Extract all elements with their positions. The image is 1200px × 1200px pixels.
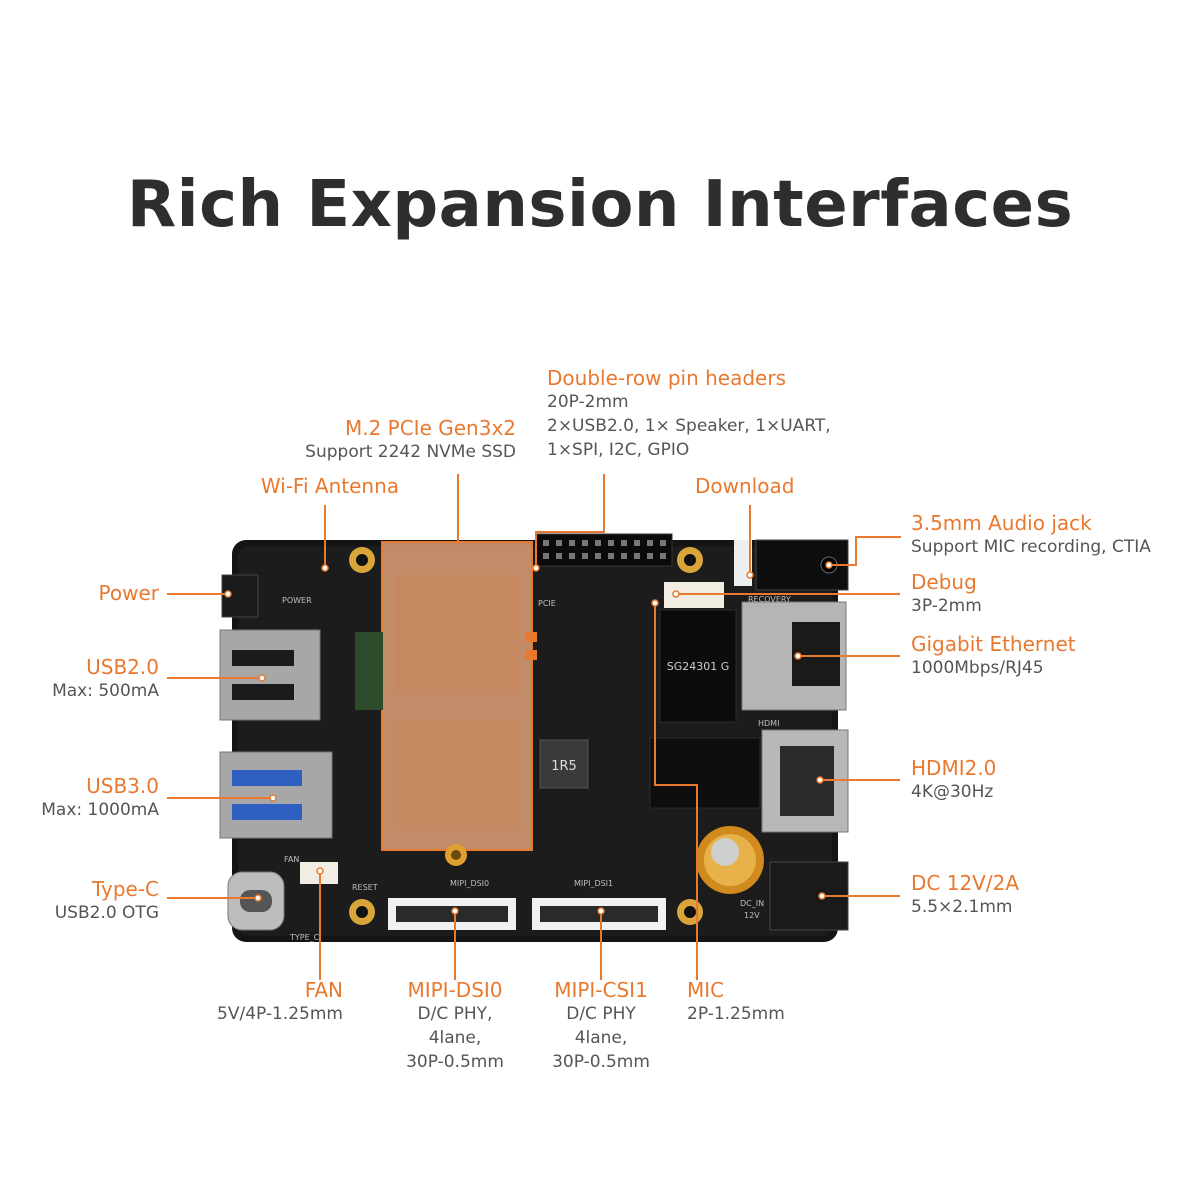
label-m2: M.2 PCIe Gen3x2 Support 2242 NVMe SSD bbox=[305, 416, 516, 464]
label-download: Download bbox=[695, 474, 794, 498]
label-usb2-line1: Max: 500mA bbox=[52, 681, 159, 701]
label-wifi: Wi-Fi Antenna bbox=[261, 474, 399, 498]
leader-lines bbox=[167, 474, 901, 980]
chip-label: SG24301 G bbox=[667, 660, 730, 673]
label-m2-title: M.2 PCIe Gen3x2 bbox=[344, 416, 516, 440]
label-ethernet-line1: 1000Mbps/RJ45 bbox=[911, 658, 1044, 678]
label-csi-title: MIPI-CSI1 bbox=[554, 978, 648, 1002]
label-audio-line1: Support MIC recording, CTIA bbox=[911, 537, 1151, 557]
label-download-title: Download bbox=[695, 474, 795, 498]
label-csi-line2: 4lane, bbox=[574, 1028, 628, 1048]
label-wifi-title: Wi-Fi Antenna bbox=[260, 474, 399, 498]
label-pin-headers-line1: 20P-2mm bbox=[547, 392, 629, 412]
silk-hdmi: HDMI bbox=[758, 719, 779, 728]
label-fan-line1: 5V/4P-1.25mm bbox=[217, 1004, 343, 1024]
silk-type-c: TYPE_C bbox=[289, 933, 320, 942]
label-ethernet-title: Gigabit Ethernet bbox=[911, 632, 1076, 656]
label-hdmi-title: HDMI2.0 bbox=[911, 756, 997, 780]
silk-dc-in: DC_IN bbox=[740, 899, 764, 908]
silk-mipi-csi: MIPI_DSI1 bbox=[574, 879, 613, 888]
label-ethernet: Gigabit Ethernet 1000Mbps/RJ45 bbox=[911, 632, 1076, 680]
label-pin-headers-line3: 1×SPI, I2C, GPIO bbox=[547, 440, 690, 460]
pin-header bbox=[535, 533, 673, 567]
silk-power: POWER bbox=[282, 596, 312, 605]
label-dsi-line2: 4lane, bbox=[428, 1028, 482, 1048]
silk-fan: FAN bbox=[284, 855, 299, 864]
label-dsi: MIPI-DSI0 D/C PHY, 4lane, 30P-0.5mm bbox=[380, 978, 530, 1074]
inductor: 1R5 bbox=[539, 739, 589, 789]
usb3-port bbox=[219, 751, 333, 839]
label-typec: Type-C USB2.0 OTG bbox=[55, 877, 159, 925]
label-power: Power bbox=[99, 581, 159, 605]
label-hdmi-line1: 4K@30Hz bbox=[911, 782, 994, 802]
wifi-led-a bbox=[525, 632, 537, 642]
label-debug-title: Debug bbox=[911, 570, 977, 594]
label-typec-title: Type-C bbox=[91, 877, 159, 901]
label-dsi-line3: 30P-0.5mm bbox=[406, 1052, 504, 1072]
label-typec-line1: USB2.0 OTG bbox=[54, 903, 159, 923]
silk-recovery: RECOVERY bbox=[748, 595, 791, 604]
rtc-battery bbox=[696, 826, 764, 894]
inductor-label: 1R5 bbox=[551, 759, 577, 774]
label-usb2: USB2.0 Max: 500mA bbox=[52, 655, 159, 703]
silk-mipi-dsi: MIPI_DSI0 bbox=[450, 879, 489, 888]
label-audio-title: 3.5mm Audio jack bbox=[911, 511, 1092, 535]
label-usb3-line1: Max: 1000mA bbox=[41, 800, 159, 820]
leader-pin-headers bbox=[535, 474, 605, 568]
label-dc-line1: 5.5×2.1mm bbox=[911, 897, 1013, 917]
label-csi-line1: D/C PHY bbox=[566, 1004, 636, 1024]
label-hdmi: HDMI2.0 4K@30Hz bbox=[911, 756, 996, 804]
leader-audio bbox=[829, 536, 901, 566]
label-dsi-line1: D/C PHY, bbox=[417, 1004, 493, 1024]
m2-slot bbox=[381, 541, 533, 866]
label-dsi-title: MIPI-DSI0 bbox=[407, 978, 503, 1002]
label-dc: DC 12V/2A 5.5×2.1mm bbox=[911, 871, 1019, 919]
label-pin-headers: Double-row pin headers 20P-2mm 2×USB2.0,… bbox=[547, 366, 831, 462]
label-usb2-title: USB2.0 bbox=[86, 655, 159, 679]
mipi-dsi-connector bbox=[388, 898, 516, 930]
label-fan: FAN 5V/4P-1.25mm bbox=[217, 978, 343, 1026]
label-mic-line1: 2P-1.25mm bbox=[687, 1004, 785, 1024]
main-chip: SG24301 G bbox=[649, 609, 761, 809]
mounting-holes bbox=[349, 547, 703, 925]
wifi-module bbox=[355, 632, 383, 710]
label-fan-title: FAN bbox=[304, 978, 343, 1002]
label-pin-headers-line2: 2×USB2.0, 1× Speaker, 1×UART, bbox=[547, 416, 831, 436]
silk-dc-v: 12V bbox=[744, 911, 760, 920]
label-csi-line3: 30P-0.5mm bbox=[552, 1052, 650, 1072]
label-csi: MIPI-CSI1 D/C PHY 4lane, 30P-0.5mm bbox=[526, 978, 676, 1074]
page-title: Rich Expansion Interfaces bbox=[126, 168, 1074, 242]
label-audio: 3.5mm Audio jack Support MIC recording, … bbox=[911, 511, 1151, 559]
label-mic-title: MIC bbox=[687, 978, 725, 1002]
wifi-led-b bbox=[525, 650, 537, 660]
leader-end-dots bbox=[224, 561, 833, 915]
label-dc-title: DC 12V/2A bbox=[911, 871, 1019, 895]
silk-reset: RESET bbox=[352, 883, 378, 892]
usb2-port bbox=[219, 629, 321, 721]
silk-pcie: PCIE bbox=[538, 599, 556, 608]
label-debug: Debug 3P-2mm bbox=[911, 570, 982, 618]
label-usb3-title: USB3.0 bbox=[86, 774, 159, 798]
label-power-title: Power bbox=[98, 581, 159, 605]
label-mic: MIC 2P-1.25mm bbox=[687, 978, 785, 1026]
label-usb3: USB3.0 Max: 1000mA bbox=[41, 774, 159, 822]
label-debug-line1: 3P-2mm bbox=[911, 596, 982, 616]
leader-mic bbox=[654, 603, 698, 980]
label-pin-headers-title: Double-row pin headers bbox=[547, 366, 786, 390]
label-m2-line1: Support 2242 NVMe SSD bbox=[305, 442, 516, 462]
